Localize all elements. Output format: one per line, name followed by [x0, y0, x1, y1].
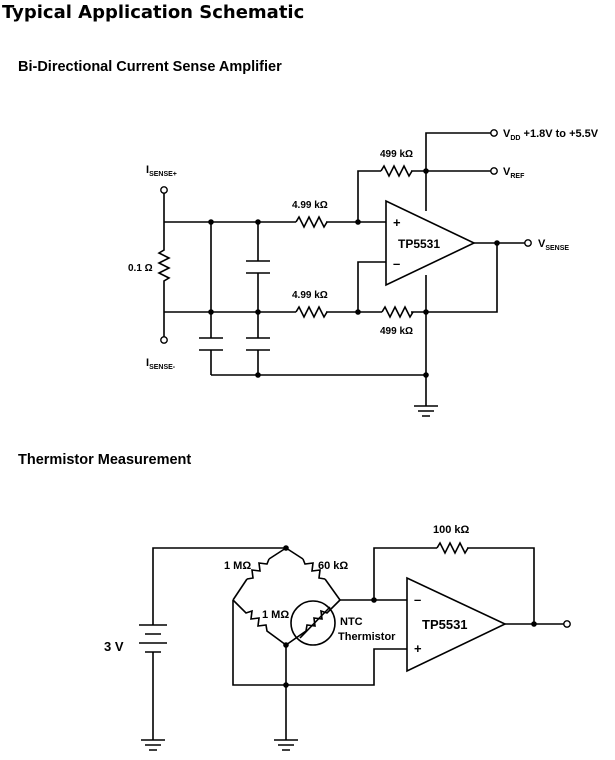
wire-vdd	[425, 132, 491, 211]
wire-vref-feedback	[357, 170, 381, 222]
resistor-bridge-top-left	[246, 558, 270, 580]
vref-label: VREF	[503, 166, 525, 180]
isense-minus-terminal	[160, 336, 168, 344]
wire-feedback	[373, 547, 437, 600]
section-title-current-sense: Bi-Directional Current Sense Amplifier	[18, 59, 282, 75]
resistor-bridge-top-left-label: 1 MΩ	[224, 560, 251, 572]
ground-symbol-battery	[141, 739, 165, 751]
wire-feedback-to-output	[467, 547, 535, 624]
opamp-part-label: TP5531	[398, 237, 440, 251]
opamp-plus-sign: +	[414, 641, 422, 656]
opamp-minus-sign: –	[414, 592, 421, 607]
ground-symbol	[414, 405, 438, 417]
wire-bridge-top-right	[285, 547, 304, 560]
wire-minus-input	[357, 261, 386, 312]
resistor-bridge-bottom-left-label: 1 MΩ	[262, 609, 289, 621]
resistor-shunt-label: 0.1 Ω	[128, 263, 153, 274]
current-sense-schematic: ISENSE+ 4.99 kΩ 0.1 Ω 4.99 kΩ ISENSE- + …	[128, 128, 599, 417]
resistor-input-top	[295, 215, 328, 229]
thermistor-label-line1: NTC	[340, 616, 363, 628]
resistor-bridge-bottom-left	[232, 599, 287, 646]
resistor-feedback-bottom-label: 499 kΩ	[380, 326, 413, 337]
resistor-bridge-top-right-label: 60 kΩ	[318, 560, 348, 572]
battery-symbol	[139, 624, 167, 653]
isense-plus-label: ISENSE+	[146, 164, 177, 178]
thermistor-label-line2: Thermistor	[338, 631, 396, 643]
resistor-input-top-label: 4.99 kΩ	[292, 200, 328, 211]
opamp-plus-sign: +	[393, 215, 401, 230]
page-title: Typical Application Schematic	[2, 2, 305, 23]
isense-plus-terminal	[160, 186, 168, 194]
wire-output-feedback	[411, 243, 498, 313]
wire-bridge-left	[232, 578, 248, 601]
capacitor-differential	[246, 260, 270, 274]
resistor-shunt	[157, 222, 171, 312]
wire-bridge-left-return	[232, 600, 286, 686]
thermistor-circle	[290, 600, 336, 646]
junction-dots	[208, 168, 500, 378]
resistor-input-bottom-label: 4.99 kΩ	[292, 290, 328, 301]
opamp-part-label: TP5531	[422, 617, 468, 632]
ground-symbol-bridge	[274, 739, 298, 751]
resistor-thermistor	[285, 599, 341, 646]
opamp-current-sense	[385, 199, 476, 287]
resistor-feedback	[436, 541, 469, 555]
section-title-thermistor: Thermistor Measurement	[18, 452, 192, 468]
wire-bridge-top-left	[268, 547, 287, 560]
capacitor-common-mode-bottom-right	[246, 337, 270, 351]
wire-battery-top	[152, 547, 286, 625]
vsense-label: VSENSE	[538, 238, 569, 252]
resistor-feedback-top-label: 499 kΩ	[380, 149, 413, 160]
capacitor-common-mode-bottom-left	[199, 337, 223, 351]
vdd-label: VDD +1.8V to +5.5V	[503, 128, 599, 142]
resistor-bridge-top-right	[302, 558, 326, 580]
opamp-thermistor	[406, 576, 507, 673]
thermistor-arrow	[299, 606, 331, 639]
battery-voltage-label: 3 V	[104, 639, 124, 654]
resistor-feedback-bottom	[381, 305, 414, 319]
isense-minus-label: ISENSE-	[146, 357, 176, 371]
vdd-terminal	[490, 129, 498, 137]
opamp-minus-sign: –	[393, 256, 400, 271]
thermistor-schematic: 3 V 1 MΩ 60 kΩ 1 MΩ NTC Thermistor – + T…	[104, 524, 571, 751]
vsense-terminal	[524, 239, 532, 247]
vref-terminal	[490, 167, 498, 175]
resistor-feedback-label: 100 kΩ	[433, 524, 470, 536]
resistor-feedback-top	[380, 164, 413, 178]
junction-dots	[283, 545, 537, 688]
output-terminal	[563, 620, 571, 628]
resistor-input-bottom	[295, 305, 328, 319]
wire-plus-input	[286, 648, 407, 686]
wire-bridge-right	[324, 578, 341, 601]
